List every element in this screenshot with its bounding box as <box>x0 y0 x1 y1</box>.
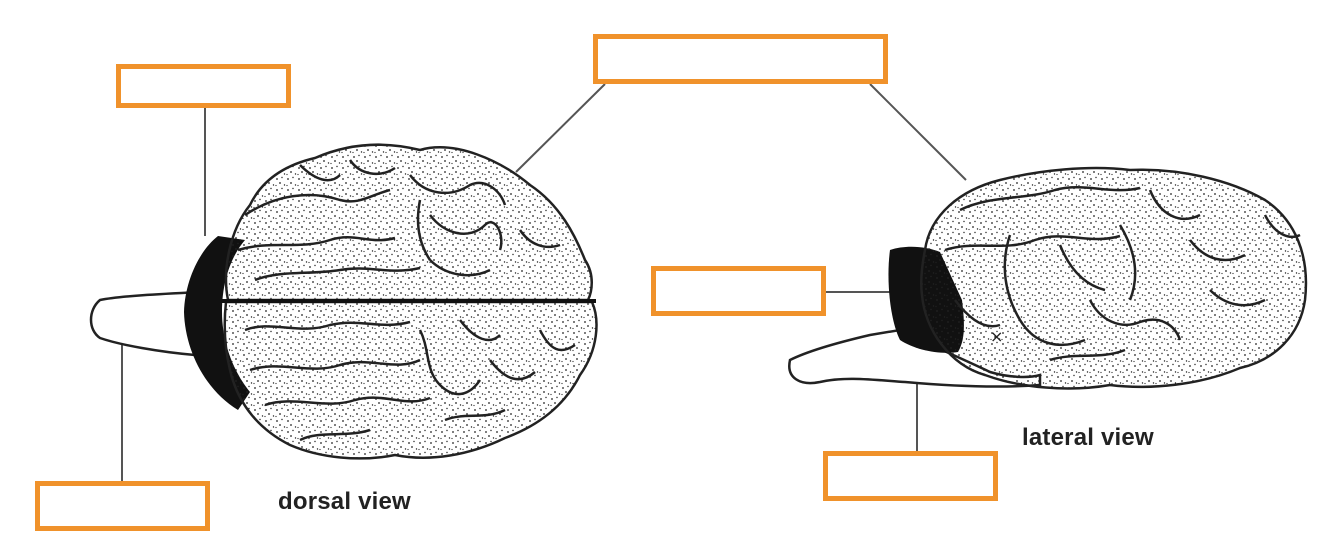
lateral-cerebrum <box>921 168 1306 388</box>
svg-text:×: × <box>990 327 1003 346</box>
answer-box-mid-right[interactable] <box>651 266 826 316</box>
leader-line-top-to-lateral <box>870 84 966 180</box>
dorsal-upper-hemisphere <box>226 145 592 300</box>
leader-line-top-to-dorsal <box>516 84 605 172</box>
answer-box-lower-right[interactable] <box>823 451 998 501</box>
lateral-view-label: lateral view <box>1022 424 1154 452</box>
answer-box-top[interactable] <box>593 34 888 84</box>
dorsal-view-brain <box>91 145 596 459</box>
dorsal-lower-hemisphere <box>225 302 597 458</box>
lateral-view-brain: × <box>789 168 1306 388</box>
dorsal-view-label: dorsal view <box>278 488 411 516</box>
answer-box-lower-left[interactable] <box>35 481 210 531</box>
answer-box-upper-left[interactable] <box>116 64 291 108</box>
